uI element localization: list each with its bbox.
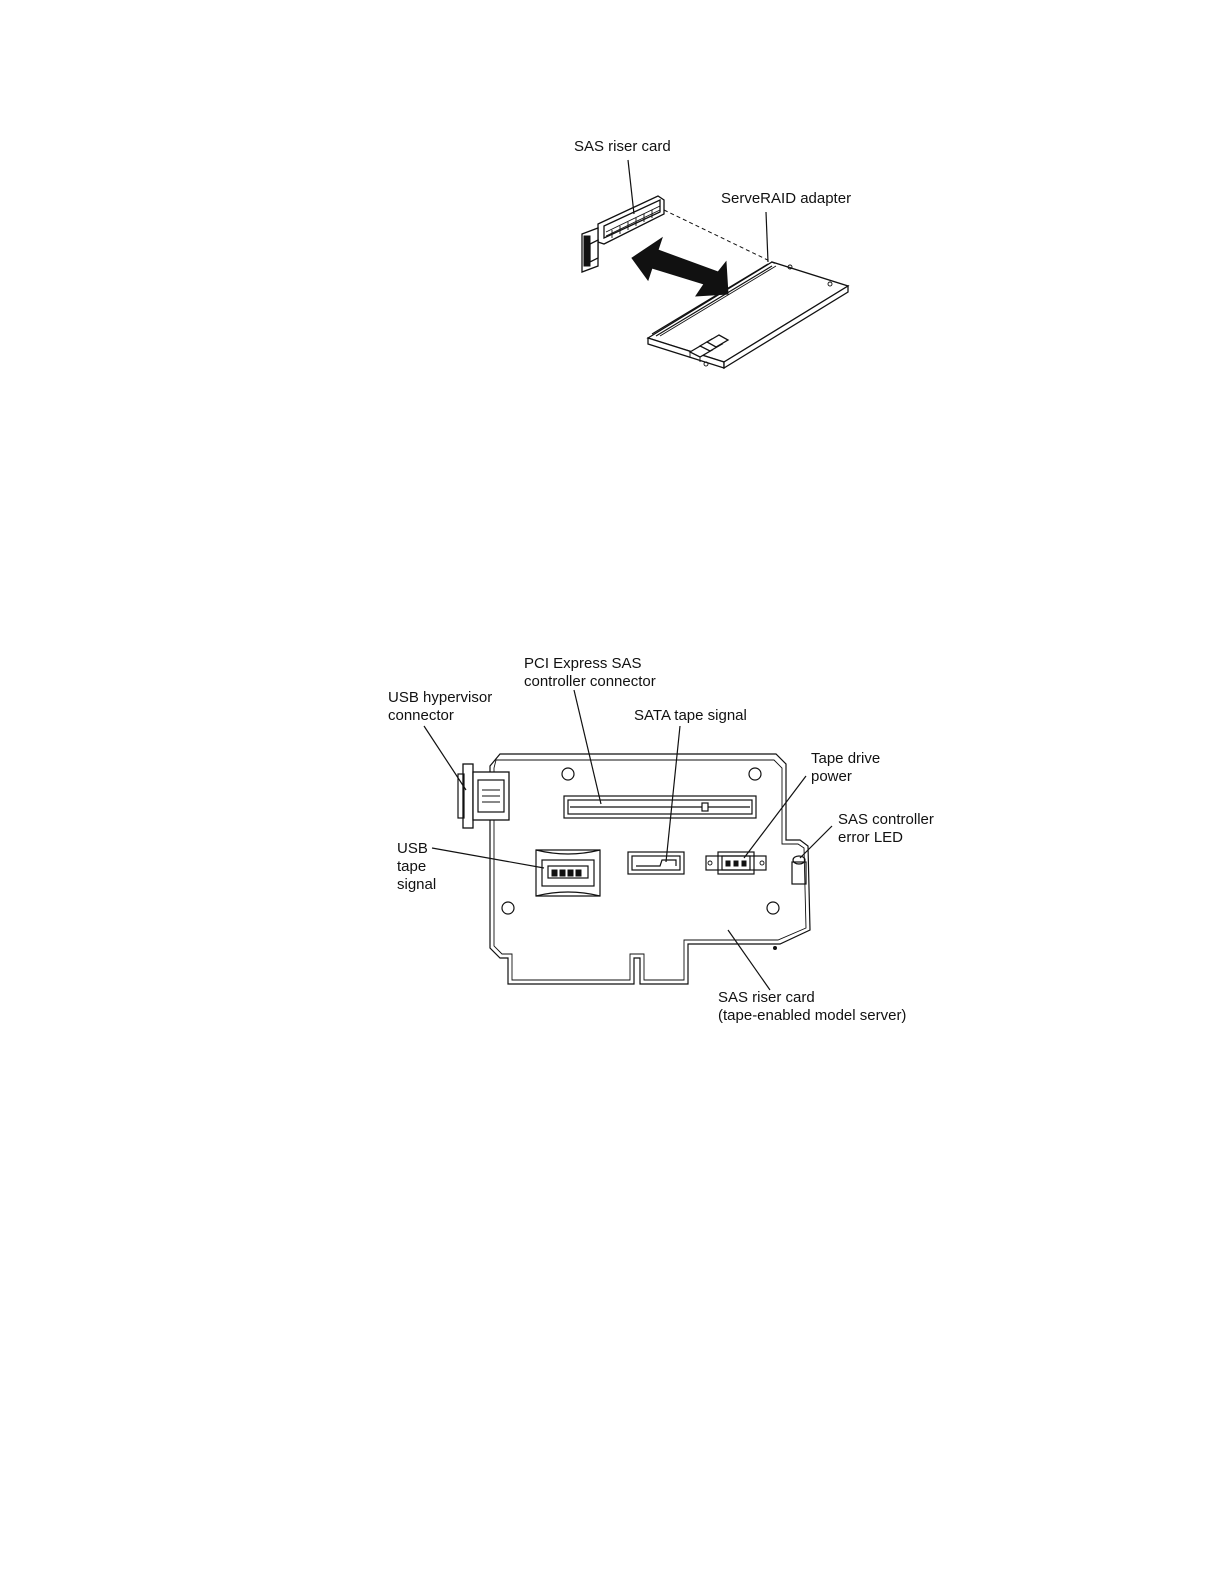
sas-controller-led-label-line2: error LED bbox=[838, 829, 903, 847]
sata-tape-port bbox=[628, 852, 684, 874]
sas-riser-card-tape-label-line1: SAS riser card bbox=[718, 989, 815, 1007]
usb-tape-leader bbox=[432, 848, 544, 868]
tape-power-leader bbox=[744, 776, 806, 858]
usb-tape-port bbox=[536, 850, 600, 896]
sas-riser-leader bbox=[728, 930, 770, 990]
tape-power-port bbox=[706, 852, 766, 874]
usb-tape-label-line1: USB bbox=[397, 840, 428, 858]
usb-hypervisor-port bbox=[458, 764, 509, 828]
sas-led-leader bbox=[800, 826, 832, 858]
mounting-hole bbox=[562, 768, 574, 780]
mounting-hole bbox=[749, 768, 761, 780]
usb-hypervisor-label-line2: connector bbox=[388, 707, 454, 725]
pci-express-leader bbox=[574, 690, 601, 804]
sata-tape-leader bbox=[666, 726, 680, 862]
tape-drive-power-label-line1: Tape drive bbox=[811, 750, 880, 768]
mounting-hole bbox=[767, 902, 779, 914]
sas-riser-card-tape-label-line2: (tape-enabled model server) bbox=[718, 1007, 906, 1025]
mounting-hole bbox=[502, 902, 514, 914]
pci-express-slot bbox=[564, 796, 756, 818]
usb-hypervisor-leader bbox=[424, 726, 466, 790]
sas-controller-led-label-line1: SAS controller bbox=[838, 811, 934, 829]
usb-hypervisor-label-line1: USB hypervisor bbox=[388, 689, 492, 707]
pci-express-label-line1: PCI Express SAS bbox=[524, 655, 642, 673]
riser-card-board bbox=[490, 754, 810, 984]
sata-tape-signal-label: SATA tape signal bbox=[634, 707, 747, 725]
usb-tape-label-line2: tape bbox=[397, 858, 426, 876]
tape-drive-power-label-line2: power bbox=[811, 768, 852, 786]
pci-express-label-line2: controller connector bbox=[524, 673, 656, 691]
usb-tape-label-line3: signal bbox=[397, 876, 436, 894]
